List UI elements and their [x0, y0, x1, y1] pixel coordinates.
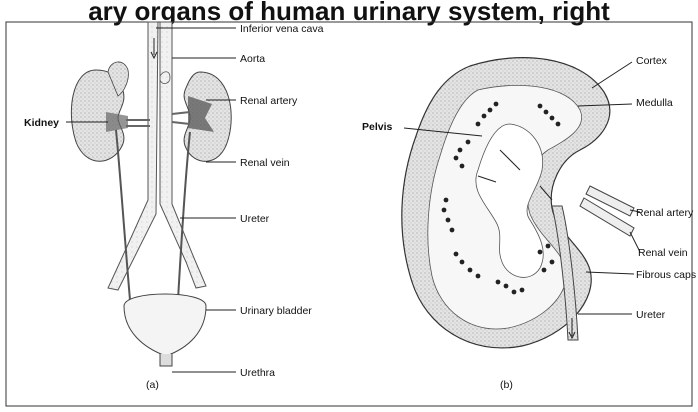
label-renal-artery-b: Renal artery — [636, 207, 694, 219]
label-fibrous-capsule: Fibrous caps — [636, 269, 696, 281]
left-kidney-hilum — [106, 112, 128, 132]
caption-a: (a) — [146, 379, 159, 391]
caption-b: (b) — [500, 379, 513, 391]
label-kidney: Kidney — [24, 117, 59, 129]
urethra — [160, 354, 172, 366]
panel-a-urinary-system: Inferior vena cava Aorta Renal artery Ki… — [24, 22, 324, 391]
label-cortex: Cortex — [636, 55, 668, 67]
label-renal-vein-a: Renal vein — [240, 157, 290, 169]
label-renal-vein-b: Renal vein — [638, 247, 688, 259]
right-ureter — [178, 132, 190, 300]
label-urethra: Urethra — [240, 367, 275, 379]
label-pelvis: Pelvis — [362, 121, 393, 133]
label-inferior-vena-cava: Inferior vena cava — [240, 23, 324, 35]
panel-b-kidney-section: Cortex Medulla Pelvis Renal artery Renal… — [362, 55, 696, 391]
label-urinary-bladder: Urinary bladder — [240, 305, 312, 317]
right-renal-vessels — [172, 112, 190, 124]
leader-fibrous-capsule — [586, 272, 634, 274]
label-medulla: Medulla — [636, 97, 673, 109]
label-ureter-a: Ureter — [240, 213, 270, 225]
label-renal-artery-a: Renal artery — [240, 95, 298, 107]
label-aorta: Aorta — [240, 53, 265, 65]
urinary-bladder — [124, 294, 206, 356]
leader-cortex — [592, 62, 632, 88]
left-renal-vessels — [126, 120, 150, 126]
label-ureter-b: Ureter — [636, 309, 666, 321]
